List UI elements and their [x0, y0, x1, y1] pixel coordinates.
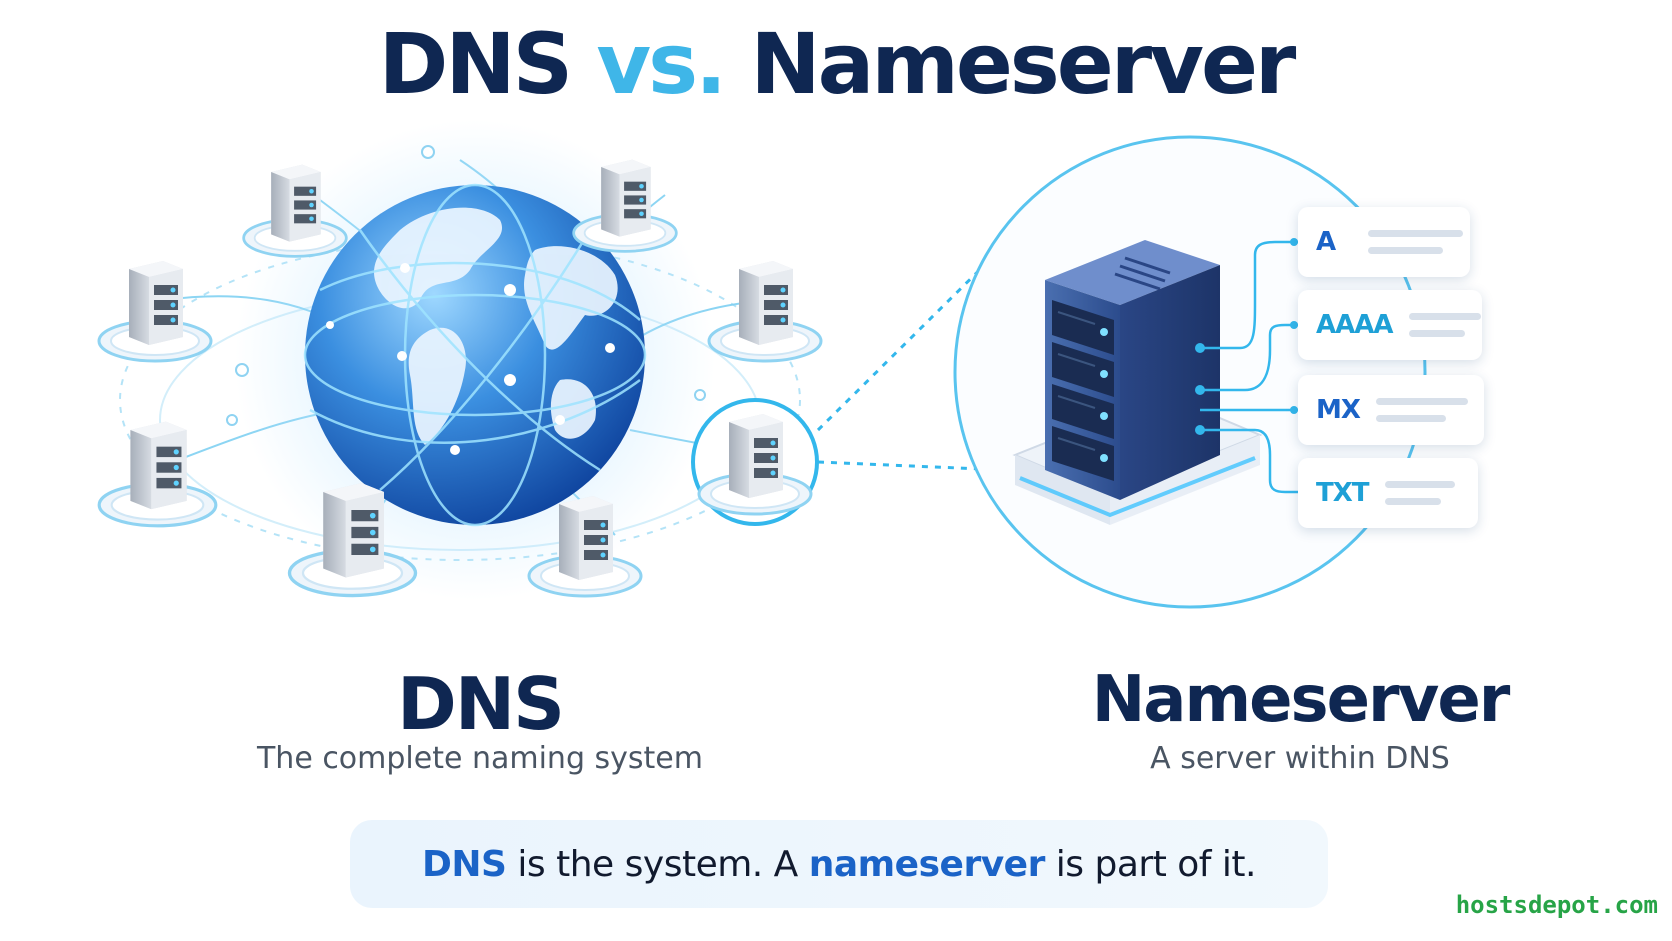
server-icon	[97, 420, 218, 528]
record-card-a: A	[1298, 207, 1470, 277]
record-type: AAAA	[1316, 310, 1393, 340]
record-placeholder-lines	[1384, 481, 1455, 505]
record-placeholder-lines	[1368, 230, 1463, 254]
title-vs: vs.	[596, 15, 727, 113]
dns-label: DNS	[397, 662, 565, 746]
nameserver-subtitle: A server within DNS	[1150, 741, 1450, 776]
summary-text-1: is the system. A	[506, 843, 809, 885]
server-icon	[707, 259, 823, 363]
orbit-nodes	[226, 145, 706, 426]
dns-subtitle: The complete naming system	[256, 741, 703, 776]
server-icon	[97, 259, 213, 363]
summary-banner: DNS is the system. A nameserver is part …	[350, 820, 1328, 908]
globe-nodes	[326, 263, 615, 455]
record-type: MX	[1316, 395, 1361, 425]
nameserver-label: Nameserver	[1091, 663, 1511, 737]
record-card-aaaa: AAAA	[1298, 290, 1482, 360]
record-card-mx: MX	[1298, 375, 1484, 445]
summary-nameserver: nameserver	[808, 843, 1046, 885]
title-nameserver: Nameserver	[750, 15, 1296, 113]
record-placeholder-lines	[1375, 398, 1468, 422]
continents	[374, 207, 618, 445]
orbit-ring	[119, 239, 801, 561]
record-placeholder-lines	[1408, 313, 1481, 337]
summary-text-2: is part of it.	[1044, 843, 1257, 885]
record-connectors	[1200, 240, 1298, 494]
record-card-txt: TXT	[1298, 458, 1478, 528]
nameserver-icon	[1045, 240, 1220, 500]
page-title: DNS vs. Nameserver	[0, 22, 1672, 106]
brand-watermark: hostsdepot.com	[1455, 891, 1658, 919]
record-type: A	[1316, 227, 1336, 257]
record-connector-dots	[1195, 238, 1298, 435]
title-dns: DNS	[378, 15, 574, 113]
summary-dns: DNS	[422, 843, 507, 885]
record-type: TXT	[1316, 478, 1370, 508]
